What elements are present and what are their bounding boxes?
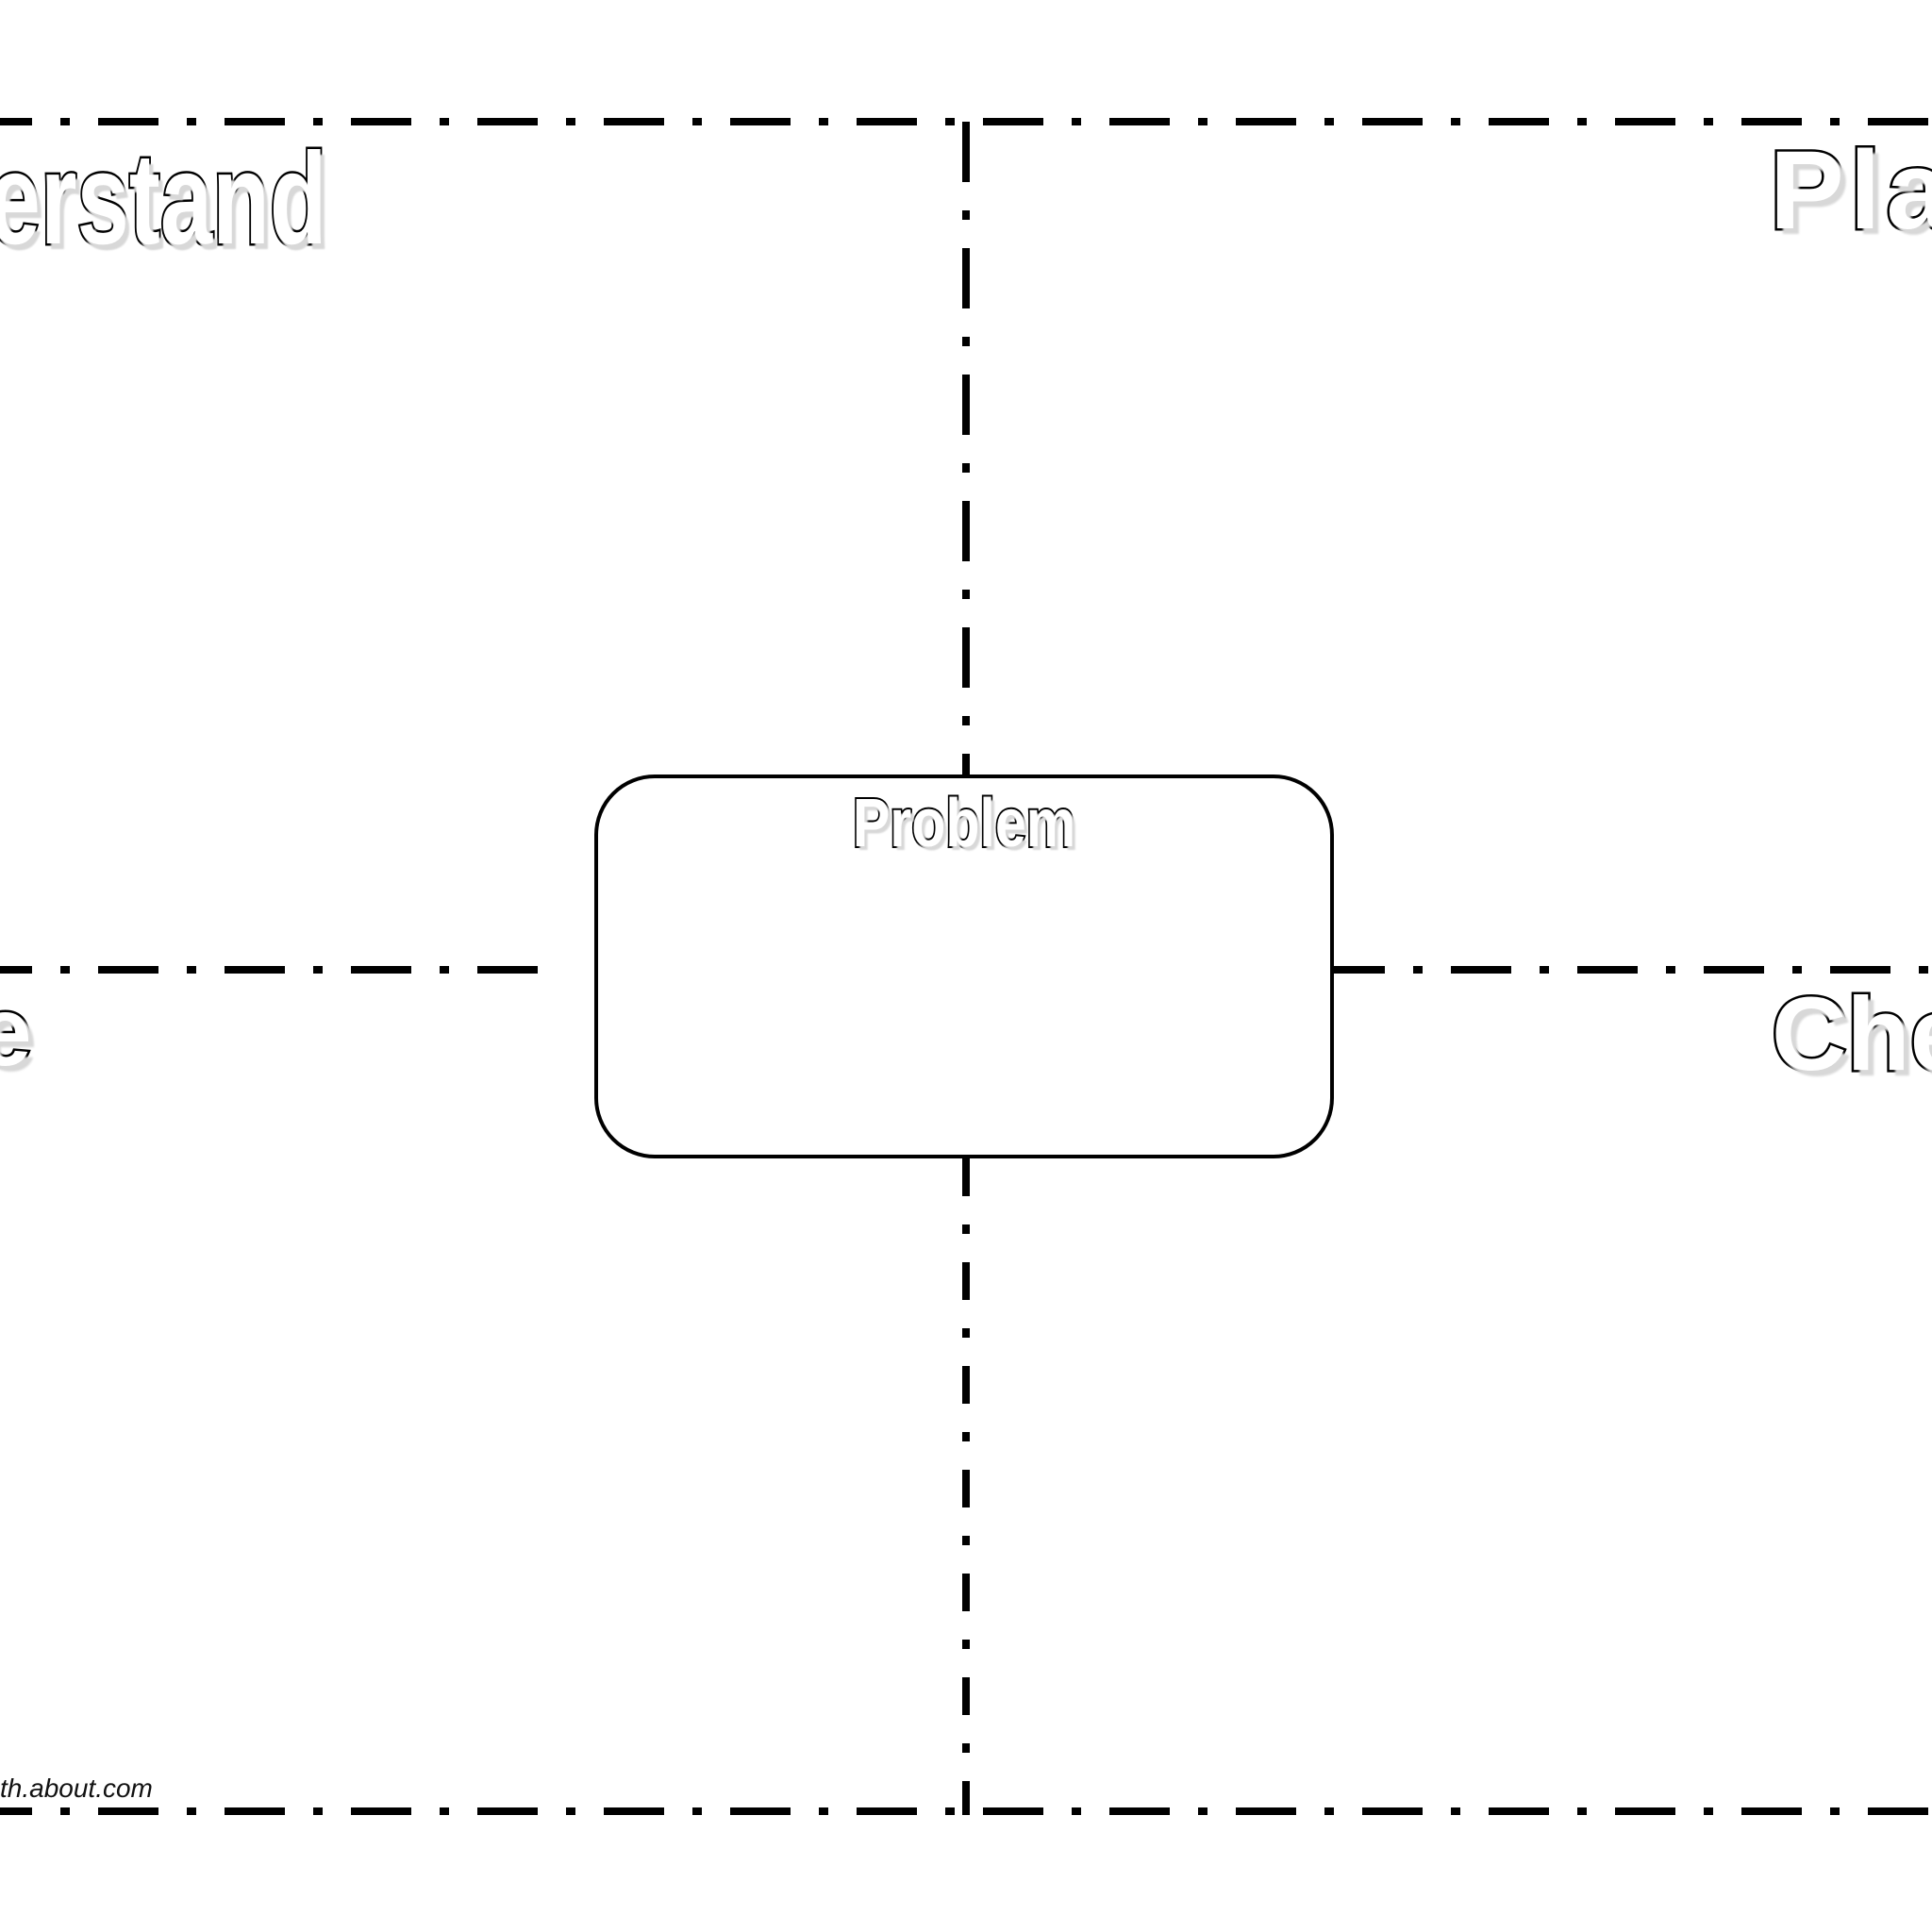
- problem-title-text: Problem: [851, 786, 1077, 861]
- source-credit: th.about.com: [0, 1774, 153, 1803]
- problem-box: Problem: [594, 774, 1334, 1158]
- section-label-understand: lerstand: [0, 126, 328, 272]
- section-label-solve: lve: [0, 977, 34, 1087]
- problem-title: Problem: [598, 786, 1330, 861]
- section-label-check: Che: [1770, 976, 1932, 1092]
- section-label-plan: Pla: [1767, 128, 1932, 253]
